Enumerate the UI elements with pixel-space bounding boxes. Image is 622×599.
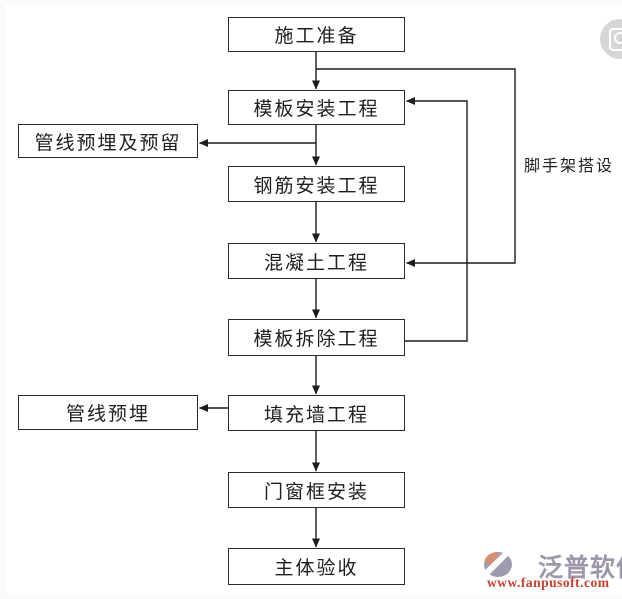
watermark-url-text: www.fanpusoft.com [487, 575, 610, 590]
image-preview-magnifier-icon[interactable] [600, 19, 622, 59]
node-concrete-work: 混凝土工程 [228, 243, 405, 279]
node-formwork-installation: 模板安装工程 [228, 90, 405, 125]
node-rebar-installation: 钢筋安装工程 [228, 166, 405, 202]
node-infill-wall-work: 填充墙工程 [228, 395, 405, 431]
node-door-window-frame-install: 门窗框安装 [228, 472, 405, 508]
arrow-removal-loop-to-formwork-install [405, 97, 468, 342]
magnifier-frame-icon [608, 27, 622, 51]
node-formwork-removal: 模板拆除工程 [228, 319, 405, 356]
magnifier-lens-icon [613, 31, 622, 44]
fanpu-logo-mark-icon [483, 551, 512, 577]
node-pipeline-preembed: 管线预埋 [18, 395, 198, 430]
node-pipeline-preembed-and-reserve: 管线预埋及预留 [18, 124, 198, 158]
label-scaffolding-erection: 脚手架搭设 [524, 158, 615, 175]
node-construction-preparation: 施工准备 [228, 17, 405, 52]
arrow-scaffold-loop-to-concrete [316, 68, 516, 267]
watermark-brand-text: 泛普软件 [538, 555, 622, 582]
node-main-body-acceptance: 主体验收 [228, 548, 405, 585]
